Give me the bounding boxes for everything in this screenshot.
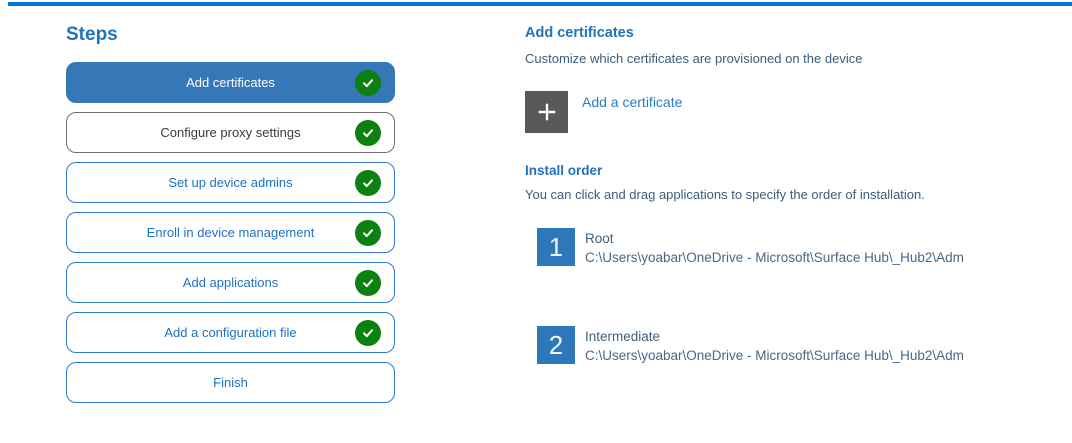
step-label: Finish xyxy=(213,375,248,390)
certificate-name: Intermediate xyxy=(585,329,661,344)
step-add-a-configuration-file[interactable]: Add a configuration file xyxy=(66,312,395,353)
certificate-info: Root C:\Users\yoabar\OneDrive - Microsof… xyxy=(585,228,1012,267)
install-order-list: 1 Root C:\Users\yoabar\OneDrive - Micros… xyxy=(537,228,1045,365)
step-add-certificates[interactable]: Add certificates xyxy=(66,62,395,103)
certificate-path: C:\Users\yoabar\OneDrive - Microsoft\Sur… xyxy=(585,250,964,265)
plus-icon xyxy=(536,101,558,123)
add-certificate-label[interactable]: Add a certificate xyxy=(582,94,683,110)
install-order-item[interactable]: 2 Intermediate C:\Users\yoabar\OneDrive … xyxy=(537,326,1045,365)
step-label: Add a configuration file xyxy=(164,325,297,340)
check-icon xyxy=(355,69,381,96)
step-finish[interactable]: Finish xyxy=(66,362,395,403)
check-icon xyxy=(355,269,381,296)
step-label: Set up device admins xyxy=(168,175,293,190)
add-certificate-row: Add a certificate xyxy=(525,91,1045,133)
install-order-hint: You can click and drag applications to s… xyxy=(525,187,925,202)
step-enroll-in-device-management[interactable]: Enroll in device management xyxy=(66,212,395,253)
steps-list: Add certificates Configure proxy setting… xyxy=(66,62,395,403)
install-order-heading: Install order xyxy=(525,163,603,178)
step-label: Add applications xyxy=(182,275,279,290)
check-icon xyxy=(355,219,381,246)
step-label: Enroll in device management xyxy=(146,225,315,240)
step-label: Configure proxy settings xyxy=(160,125,301,140)
certificate-path: C:\Users\yoabar\OneDrive - Microsoft\Sur… xyxy=(585,348,964,363)
certificate-name: Root xyxy=(585,231,614,246)
step-add-applications[interactable]: Add applications xyxy=(66,262,395,303)
step-set-up-device-admins[interactable]: Set up device admins xyxy=(66,162,395,203)
check-icon xyxy=(355,119,381,146)
add-certificates-panel: Add certificates Customize which certifi… xyxy=(525,24,1045,365)
page-title: Add certificates xyxy=(525,25,634,41)
certificate-info: Intermediate C:\Users\yoabar\OneDrive - … xyxy=(585,326,1012,365)
add-certificate-button[interactable] xyxy=(525,91,568,133)
order-number-badge: 1 xyxy=(537,228,575,266)
step-label: Add certificates xyxy=(186,75,275,90)
step-configure-proxy-settings[interactable]: Configure proxy settings xyxy=(66,112,395,153)
steps-heading: Steps xyxy=(66,24,118,45)
order-number-badge: 2 xyxy=(537,326,575,364)
top-accent-line xyxy=(8,2,1072,6)
page-description: Customize which certificates are provisi… xyxy=(525,51,863,66)
check-icon xyxy=(355,319,381,346)
steps-sidebar: Steps Add certificates Configure proxy s… xyxy=(66,24,395,403)
check-icon xyxy=(355,169,381,196)
install-order-item[interactable]: 1 Root C:\Users\yoabar\OneDrive - Micros… xyxy=(537,228,1045,267)
